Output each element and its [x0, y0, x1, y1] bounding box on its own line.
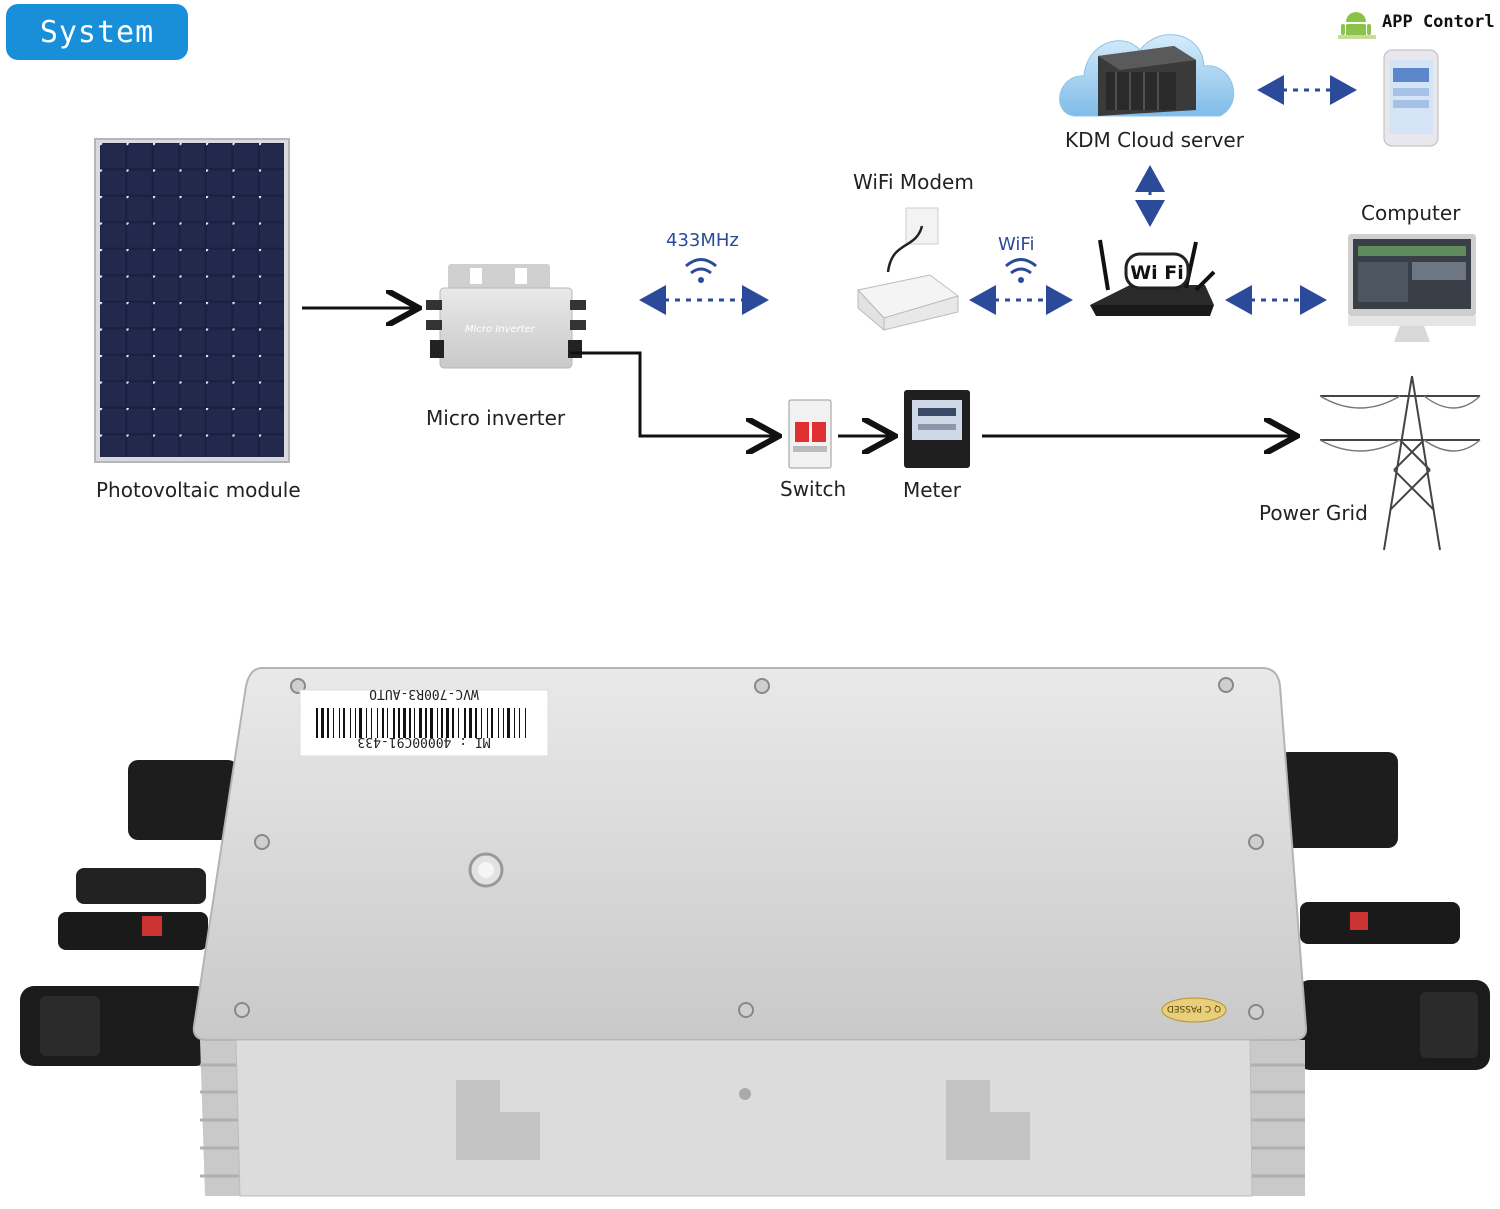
label-serial: MI : 40000C91-433 [357, 734, 490, 749]
android-icon [1338, 12, 1376, 39]
label-computer: Computer [1361, 201, 1461, 225]
product-label: MI : 40000C91-433 WVC-700R3-AUTO [357, 686, 490, 749]
label-cloud-server: KDM Cloud server [1065, 128, 1244, 152]
smartphone-icon [1383, 49, 1439, 147]
power-flow-arrows [302, 308, 1294, 436]
svg-text:Micro Inverter: Micro Inverter [465, 324, 536, 335]
label-app-control: APP Contorl [1382, 12, 1495, 32]
computer-icon [1348, 234, 1476, 342]
router-wifi-text: Wi Fi [1130, 262, 1184, 284]
wifi-signal-icon [1005, 258, 1037, 283]
label-photovoltaic-module: Photovoltaic module [96, 478, 301, 502]
cloud-server-icon [1059, 34, 1235, 117]
qc-stamp-text: Q C PASSED [1167, 1003, 1221, 1013]
energy-meter-icon [904, 390, 970, 468]
label-switch: Switch [780, 477, 847, 501]
micro-inverter-icon: Micro Inverter [426, 264, 586, 369]
solar-panel-icon [94, 138, 290, 463]
power-tower-icon [1319, 375, 1481, 551]
label-model: WVC-700R3-AUTO [369, 686, 479, 701]
circuit-breaker-icon [788, 399, 832, 469]
label-433mhz: 433MHz [666, 230, 739, 251]
label-meter: Meter [903, 478, 961, 502]
system-badge: System [6, 4, 188, 60]
label-micro-inverter: Micro inverter [426, 406, 566, 430]
qc-passed-sticker: Q C PASSED [1161, 997, 1227, 1023]
micro-inverter-product-image [20, 667, 1490, 1197]
label-wifi-modem: WiFi Modem [853, 170, 974, 194]
barcode [316, 708, 526, 738]
wifi-modem-icon [857, 207, 960, 332]
label-wifi-link: WiFi [998, 234, 1035, 255]
wifi-signal-icon [685, 258, 717, 283]
label-power-grid: Power Grid [1259, 501, 1368, 525]
communication-arrows [639, 75, 1357, 315]
router-icon: Wi Fi [1090, 239, 1216, 316]
